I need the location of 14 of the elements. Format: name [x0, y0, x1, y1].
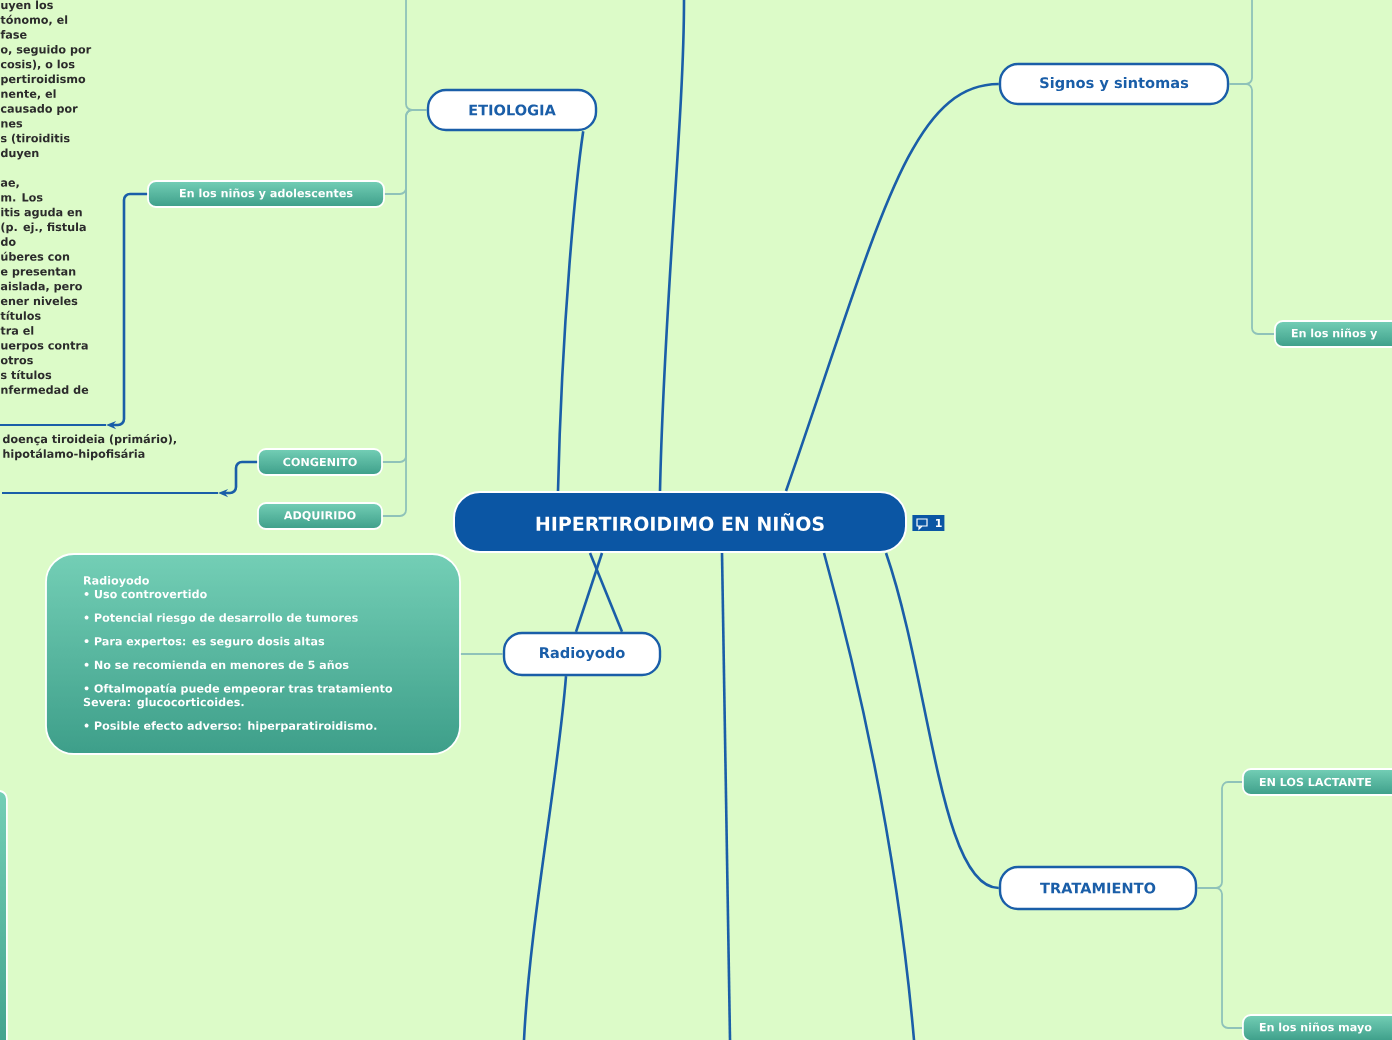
- connector: [405, 0, 428, 111]
- connector: [720, 553, 732, 1040]
- connector: [460, 653, 504, 655]
- connector: [658, 0, 686, 492]
- connector: [574, 552, 604, 633]
- connector: [784, 82, 999, 492]
- connector: [884, 552, 1000, 890]
- connector: [588, 552, 624, 633]
- connector: [556, 131, 585, 492]
- connector: [822, 552, 916, 1040]
- central-topic: HIPERTIROIDIMO EN NIÑOS: [453, 491, 907, 553]
- connector: [522, 676, 568, 1040]
- connector: [1228, 0, 1253, 85]
- note-box: [0, 790, 8, 1040]
